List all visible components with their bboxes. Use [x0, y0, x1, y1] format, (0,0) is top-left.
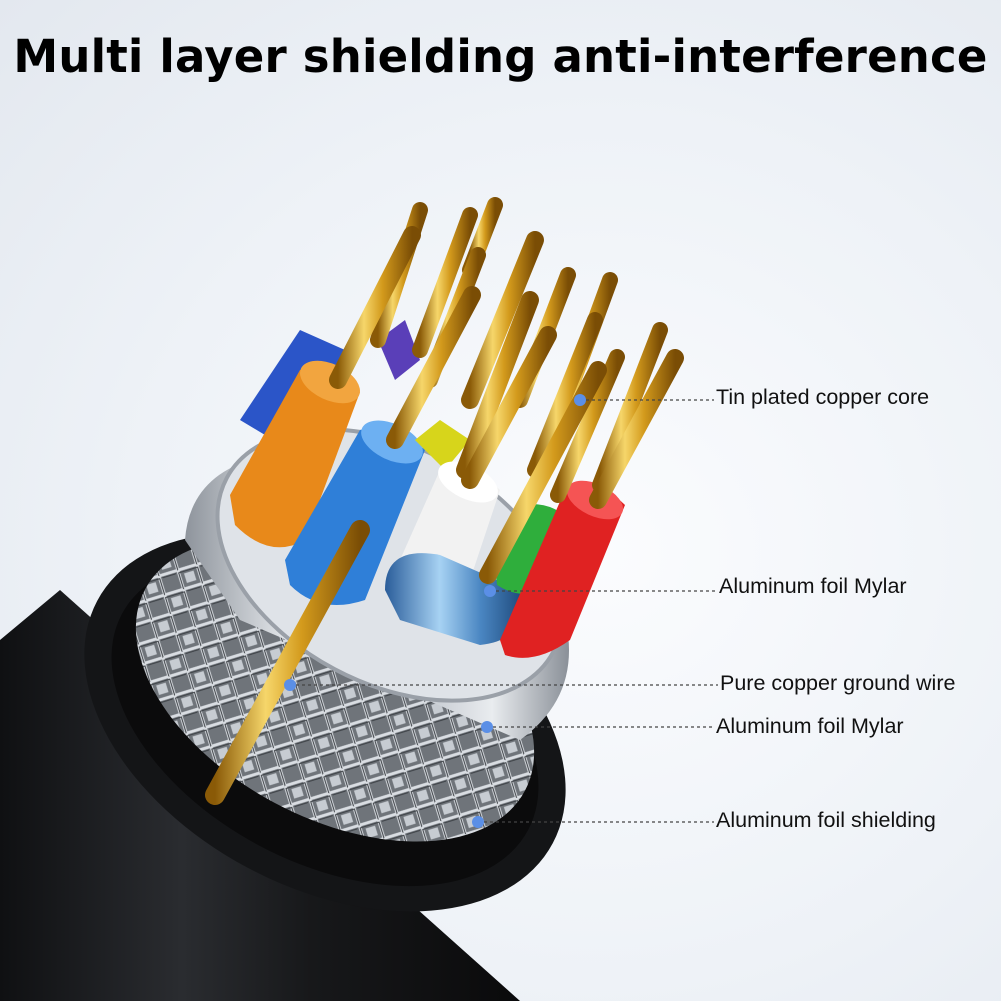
callout-aluminum-foil-shielding: Aluminum foil shielding — [716, 808, 936, 832]
callout-dot-1 — [484, 585, 496, 597]
callout-tin-plated-copper-core: Tin plated copper core — [716, 385, 930, 409]
callout-pure-copper-ground-wire: Pure copper ground wire — [720, 671, 956, 695]
callout-dot-4 — [472, 816, 484, 828]
callout-dots — [284, 394, 586, 828]
callout-dot-3 — [481, 721, 493, 733]
gold-pins — [205, 197, 684, 805]
callout-dot-0 — [574, 394, 586, 406]
page-title: Multi layer shielding anti-interference — [13, 30, 988, 83]
callout-dot-2 — [284, 679, 296, 691]
callout-aluminum-foil-mylar-inner: Aluminum foil Mylar — [719, 574, 907, 598]
callout-aluminum-foil-mylar-outer: Aluminum foil Mylar — [716, 714, 904, 738]
callout-leaders — [290, 399, 718, 823]
